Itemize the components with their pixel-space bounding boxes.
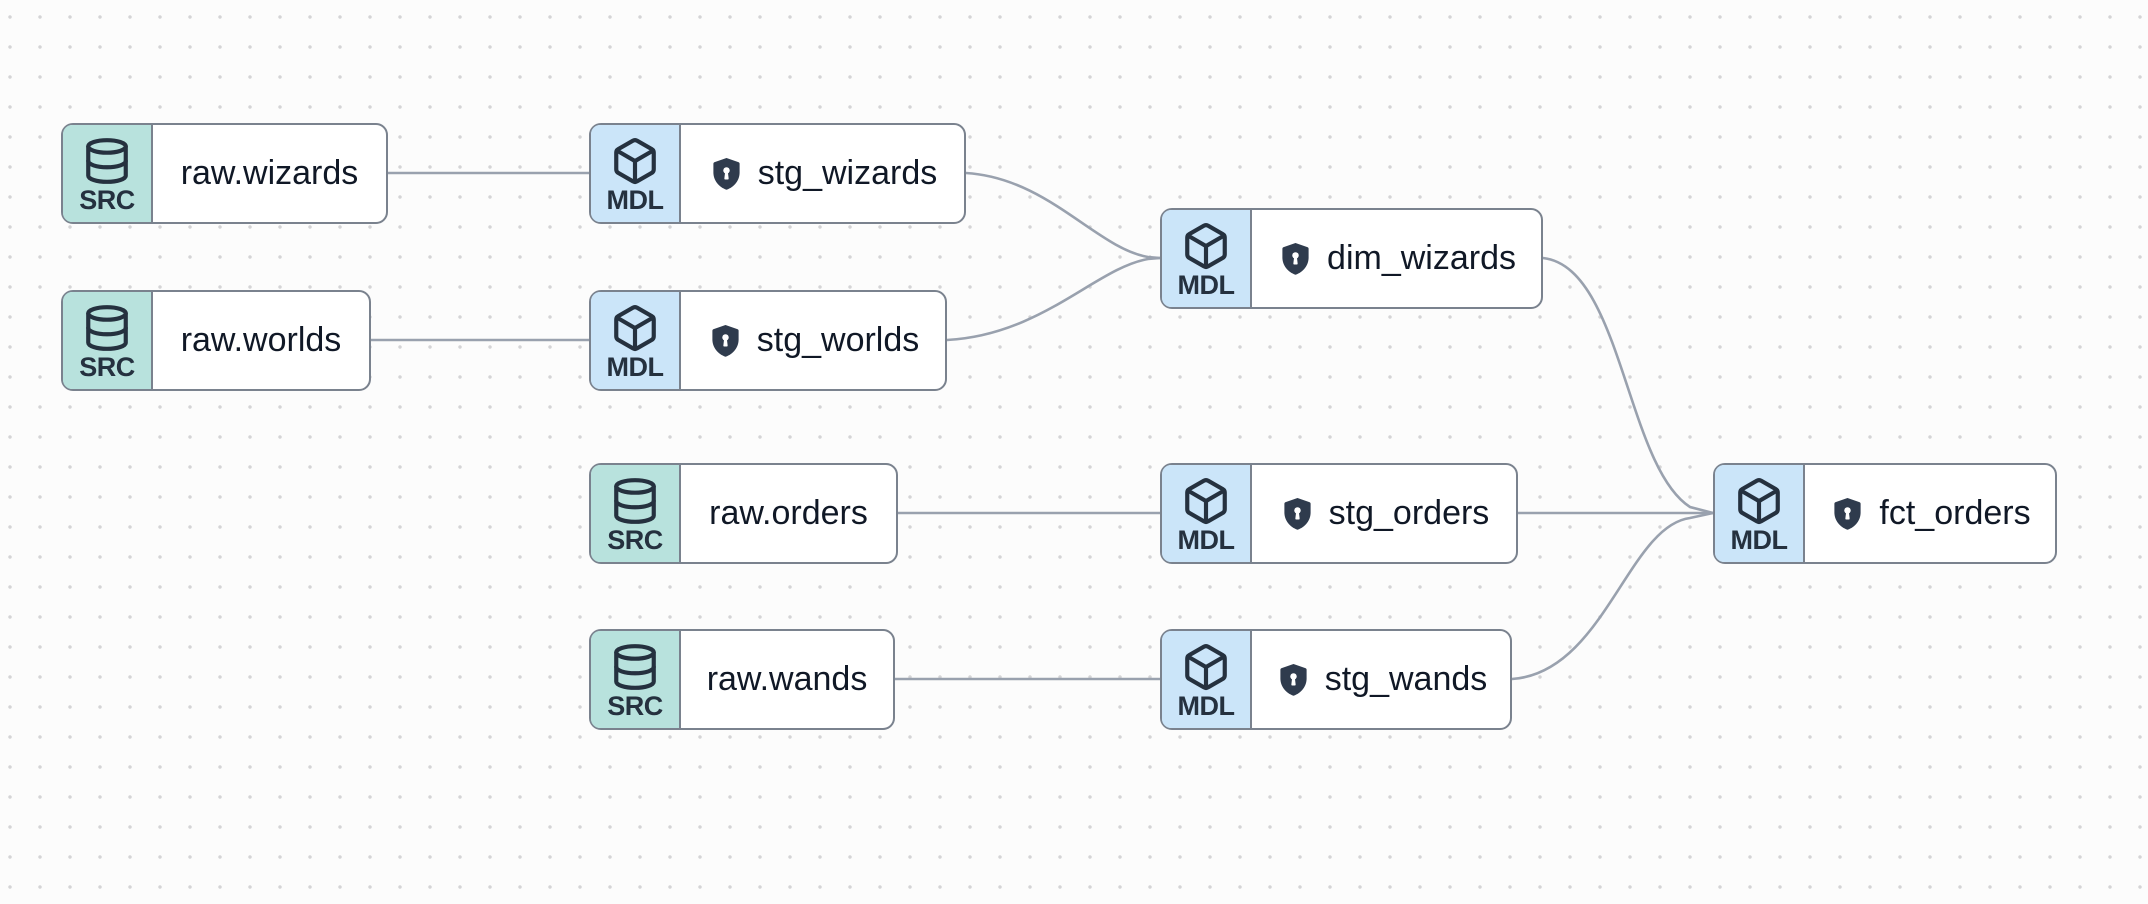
database-icon: [614, 478, 656, 525]
cube-icon: [1738, 478, 1780, 525]
badge-label: MDL: [1177, 691, 1235, 722]
node-label: dim_wizards: [1327, 239, 1516, 277]
edge-stg-worlds-to-dim-wizards: [945, 256, 1162, 342]
node-body: raw.wizards: [153, 125, 386, 222]
node-raw-wands[interactable]: SRC raw.wands: [589, 629, 895, 730]
node-type-badge: SRC: [591, 631, 681, 728]
node-body: stg_worlds: [681, 292, 945, 389]
node-label: raw.wizards: [180, 154, 359, 192]
node-label: fct_orders: [1879, 494, 2031, 532]
cube-icon: [1185, 644, 1227, 691]
shield-lock-icon: [713, 157, 740, 190]
node-type-badge: MDL: [1715, 465, 1805, 562]
badge-label: MDL: [606, 352, 664, 383]
badge-label: SRC: [607, 525, 663, 556]
node-label: stg_worlds: [756, 321, 920, 359]
node-stg-wizards[interactable]: MDL stg_wizards: [589, 123, 966, 224]
node-type-badge: MDL: [591, 125, 681, 222]
node-type-badge: SRC: [591, 465, 681, 562]
cube-icon: [1185, 223, 1227, 270]
shield-lock-icon: [1282, 242, 1309, 275]
node-stg-worlds[interactable]: MDL stg_worlds: [589, 290, 947, 391]
edge-stg-wizards-to-dim-wizards: [964, 171, 1162, 260]
shield-lock-icon: [1284, 497, 1311, 530]
node-stg-orders[interactable]: MDL stg_orders: [1160, 463, 1518, 564]
node-dim-wizards[interactable]: MDL dim_wizards: [1160, 208, 1543, 309]
node-label: stg_wands: [1324, 660, 1488, 698]
badge-label: MDL: [1730, 525, 1788, 556]
node-body: dim_wizards: [1252, 210, 1541, 307]
shield-lock-icon: [1280, 663, 1307, 696]
node-type-badge: SRC: [63, 292, 153, 389]
node-body: stg_orders: [1252, 465, 1516, 562]
node-body: stg_wands: [1252, 631, 1510, 728]
node-body: raw.orders: [681, 465, 896, 562]
node-type-badge: SRC: [63, 125, 153, 222]
node-type-badge: MDL: [591, 292, 681, 389]
node-type-badge: MDL: [1162, 465, 1252, 562]
edge-stg-wands-to-fct-orders: [1510, 511, 1715, 681]
node-body: raw.wands: [681, 631, 893, 728]
database-icon: [86, 305, 128, 352]
node-label: raw.wands: [706, 660, 868, 698]
node-label: stg_orders: [1328, 494, 1490, 532]
cube-icon: [614, 305, 656, 352]
edge-dim-wizards-to-fct-orders: [1541, 256, 1715, 515]
node-type-badge: MDL: [1162, 210, 1252, 307]
badge-label: MDL: [1177, 270, 1235, 301]
badge-label: MDL: [1177, 525, 1235, 556]
badge-label: SRC: [607, 691, 663, 722]
database-icon: [614, 644, 656, 691]
badge-label: SRC: [79, 352, 135, 383]
node-label: raw.orders: [709, 494, 868, 532]
cube-icon: [1185, 478, 1227, 525]
node-raw-orders[interactable]: SRC raw.orders: [589, 463, 898, 564]
node-fct-orders[interactable]: MDL fct_orders: [1713, 463, 2057, 564]
node-raw-worlds[interactable]: SRC raw.worlds: [61, 290, 371, 391]
node-body: fct_orders: [1805, 465, 2055, 562]
node-label: stg_wizards: [757, 154, 938, 192]
shield-lock-icon: [712, 324, 739, 357]
shield-lock-icon: [1834, 497, 1862, 530]
node-label: raw.worlds: [180, 321, 342, 359]
node-stg-wands[interactable]: MDL stg_wands: [1160, 629, 1512, 730]
node-raw-wizards[interactable]: SRC raw.wizards: [61, 123, 388, 224]
node-body: raw.worlds: [153, 292, 369, 389]
node-type-badge: MDL: [1162, 631, 1252, 728]
node-body: stg_wizards: [681, 125, 964, 222]
database-icon: [86, 138, 128, 185]
badge-label: SRC: [79, 185, 135, 216]
cube-icon: [614, 138, 656, 185]
badge-label: MDL: [606, 185, 664, 216]
